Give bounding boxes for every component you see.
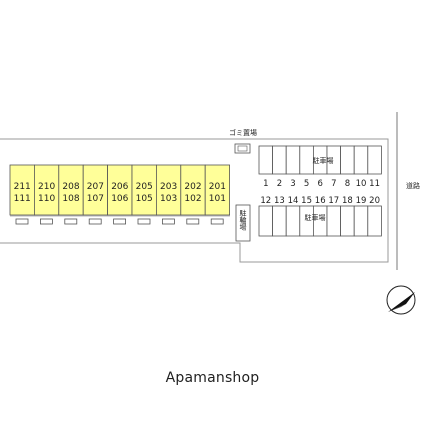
parking-space bbox=[353, 145, 369, 175]
parking-label-bottom: 駐車場 bbox=[305, 213, 326, 222]
parking-space-number: 20 bbox=[369, 196, 380, 206]
unit-entrance bbox=[137, 218, 151, 225]
parking-space-number: 16 bbox=[315, 196, 326, 206]
unit-number-upper: 210 bbox=[38, 182, 55, 192]
unit-number-upper: 201 bbox=[209, 182, 226, 192]
parking-space-number: 15 bbox=[301, 196, 312, 206]
unit-block bbox=[34, 164, 60, 216]
parking-space bbox=[299, 145, 314, 175]
bicycle-parking-label: 駐輪場 bbox=[239, 209, 247, 232]
unit-number-lower: 106 bbox=[111, 194, 128, 204]
unit-block bbox=[204, 164, 230, 216]
parking-space bbox=[285, 145, 301, 175]
parking-label-top: 駐車場 bbox=[313, 156, 334, 165]
unit-number-upper: 211 bbox=[14, 182, 31, 192]
unit-number-upper: 207 bbox=[87, 182, 104, 192]
parking-space bbox=[367, 205, 382, 237]
parking-space bbox=[285, 205, 301, 237]
unit-entrance bbox=[64, 218, 78, 225]
parking-space-number: 17 bbox=[328, 196, 339, 206]
parking-space-number: 18 bbox=[342, 196, 353, 206]
unit-number-lower: 107 bbox=[87, 194, 104, 204]
parking-space bbox=[340, 145, 355, 175]
unit-number-upper: 202 bbox=[184, 182, 201, 192]
garbage-label: ゴミ置場 bbox=[229, 128, 257, 137]
unit-number-lower: 110 bbox=[38, 194, 55, 204]
parking-space-number: 13 bbox=[274, 196, 285, 206]
unit-block bbox=[180, 164, 206, 216]
unit-entrance bbox=[40, 218, 53, 225]
unit-number-upper: 205 bbox=[136, 182, 153, 192]
parking-space-number: 5 bbox=[304, 179, 309, 189]
parking-space bbox=[326, 205, 342, 237]
parking-space-number: 6 bbox=[317, 179, 322, 189]
unit-number-lower: 111 bbox=[14, 194, 31, 204]
parking-space bbox=[353, 205, 369, 237]
parking-space-number: 12 bbox=[260, 196, 271, 206]
parking-space bbox=[272, 145, 287, 175]
unit-block bbox=[58, 164, 84, 216]
unit-number-lower: 105 bbox=[136, 194, 153, 204]
unit-entrance bbox=[186, 218, 200, 225]
north-arrow-icon bbox=[386, 285, 416, 315]
unit-number-lower: 102 bbox=[184, 194, 201, 204]
parking-space-number: 1 bbox=[263, 179, 268, 189]
unit-entrance bbox=[210, 218, 224, 225]
unit-number-upper: 206 bbox=[111, 182, 128, 192]
parking-space-number: 19 bbox=[356, 196, 367, 206]
watermark: Apamanshop bbox=[165, 370, 260, 386]
parking-space-number: 8 bbox=[345, 179, 350, 189]
parking-space-number: 10 bbox=[356, 179, 367, 189]
unit-block bbox=[107, 164, 133, 216]
parking-space-number: 11 bbox=[369, 179, 380, 189]
bicycle-parking bbox=[235, 204, 251, 242]
unit-block bbox=[155, 164, 182, 216]
garbage-area-inner bbox=[237, 145, 248, 152]
garbage-area bbox=[234, 143, 251, 154]
site-boundary bbox=[0, 138, 389, 263]
unit-number-upper: 208 bbox=[62, 182, 79, 192]
building: 2111112101102081082071072061062051052031… bbox=[9, 164, 230, 225]
unit-number-upper: 203 bbox=[160, 182, 177, 192]
unit-number-lower: 108 bbox=[62, 194, 79, 204]
unit-number-lower: 103 bbox=[160, 194, 177, 204]
parking-space-number: 2 bbox=[277, 179, 282, 189]
unit-entrance bbox=[15, 218, 29, 225]
parking-space bbox=[272, 205, 287, 237]
unit-block bbox=[82, 164, 108, 216]
parking-space bbox=[340, 205, 355, 237]
parking-space-number: 14 bbox=[288, 196, 299, 206]
parking-space-number: 7 bbox=[331, 179, 336, 189]
parking-space bbox=[258, 205, 274, 237]
unit-block bbox=[9, 164, 35, 216]
unit-entrance bbox=[113, 218, 126, 225]
unit-number-lower: 101 bbox=[209, 194, 226, 204]
parking-space bbox=[258, 145, 274, 175]
site-map: 道路 ゴミ置場 駐輪場 2111112101102081082071072061… bbox=[0, 112, 420, 315]
unit-entrance bbox=[161, 218, 175, 225]
parking-space bbox=[367, 145, 382, 175]
parking-space-number: 3 bbox=[290, 179, 295, 189]
road-label: 道路 bbox=[406, 181, 420, 190]
unit-entrance bbox=[88, 218, 102, 225]
